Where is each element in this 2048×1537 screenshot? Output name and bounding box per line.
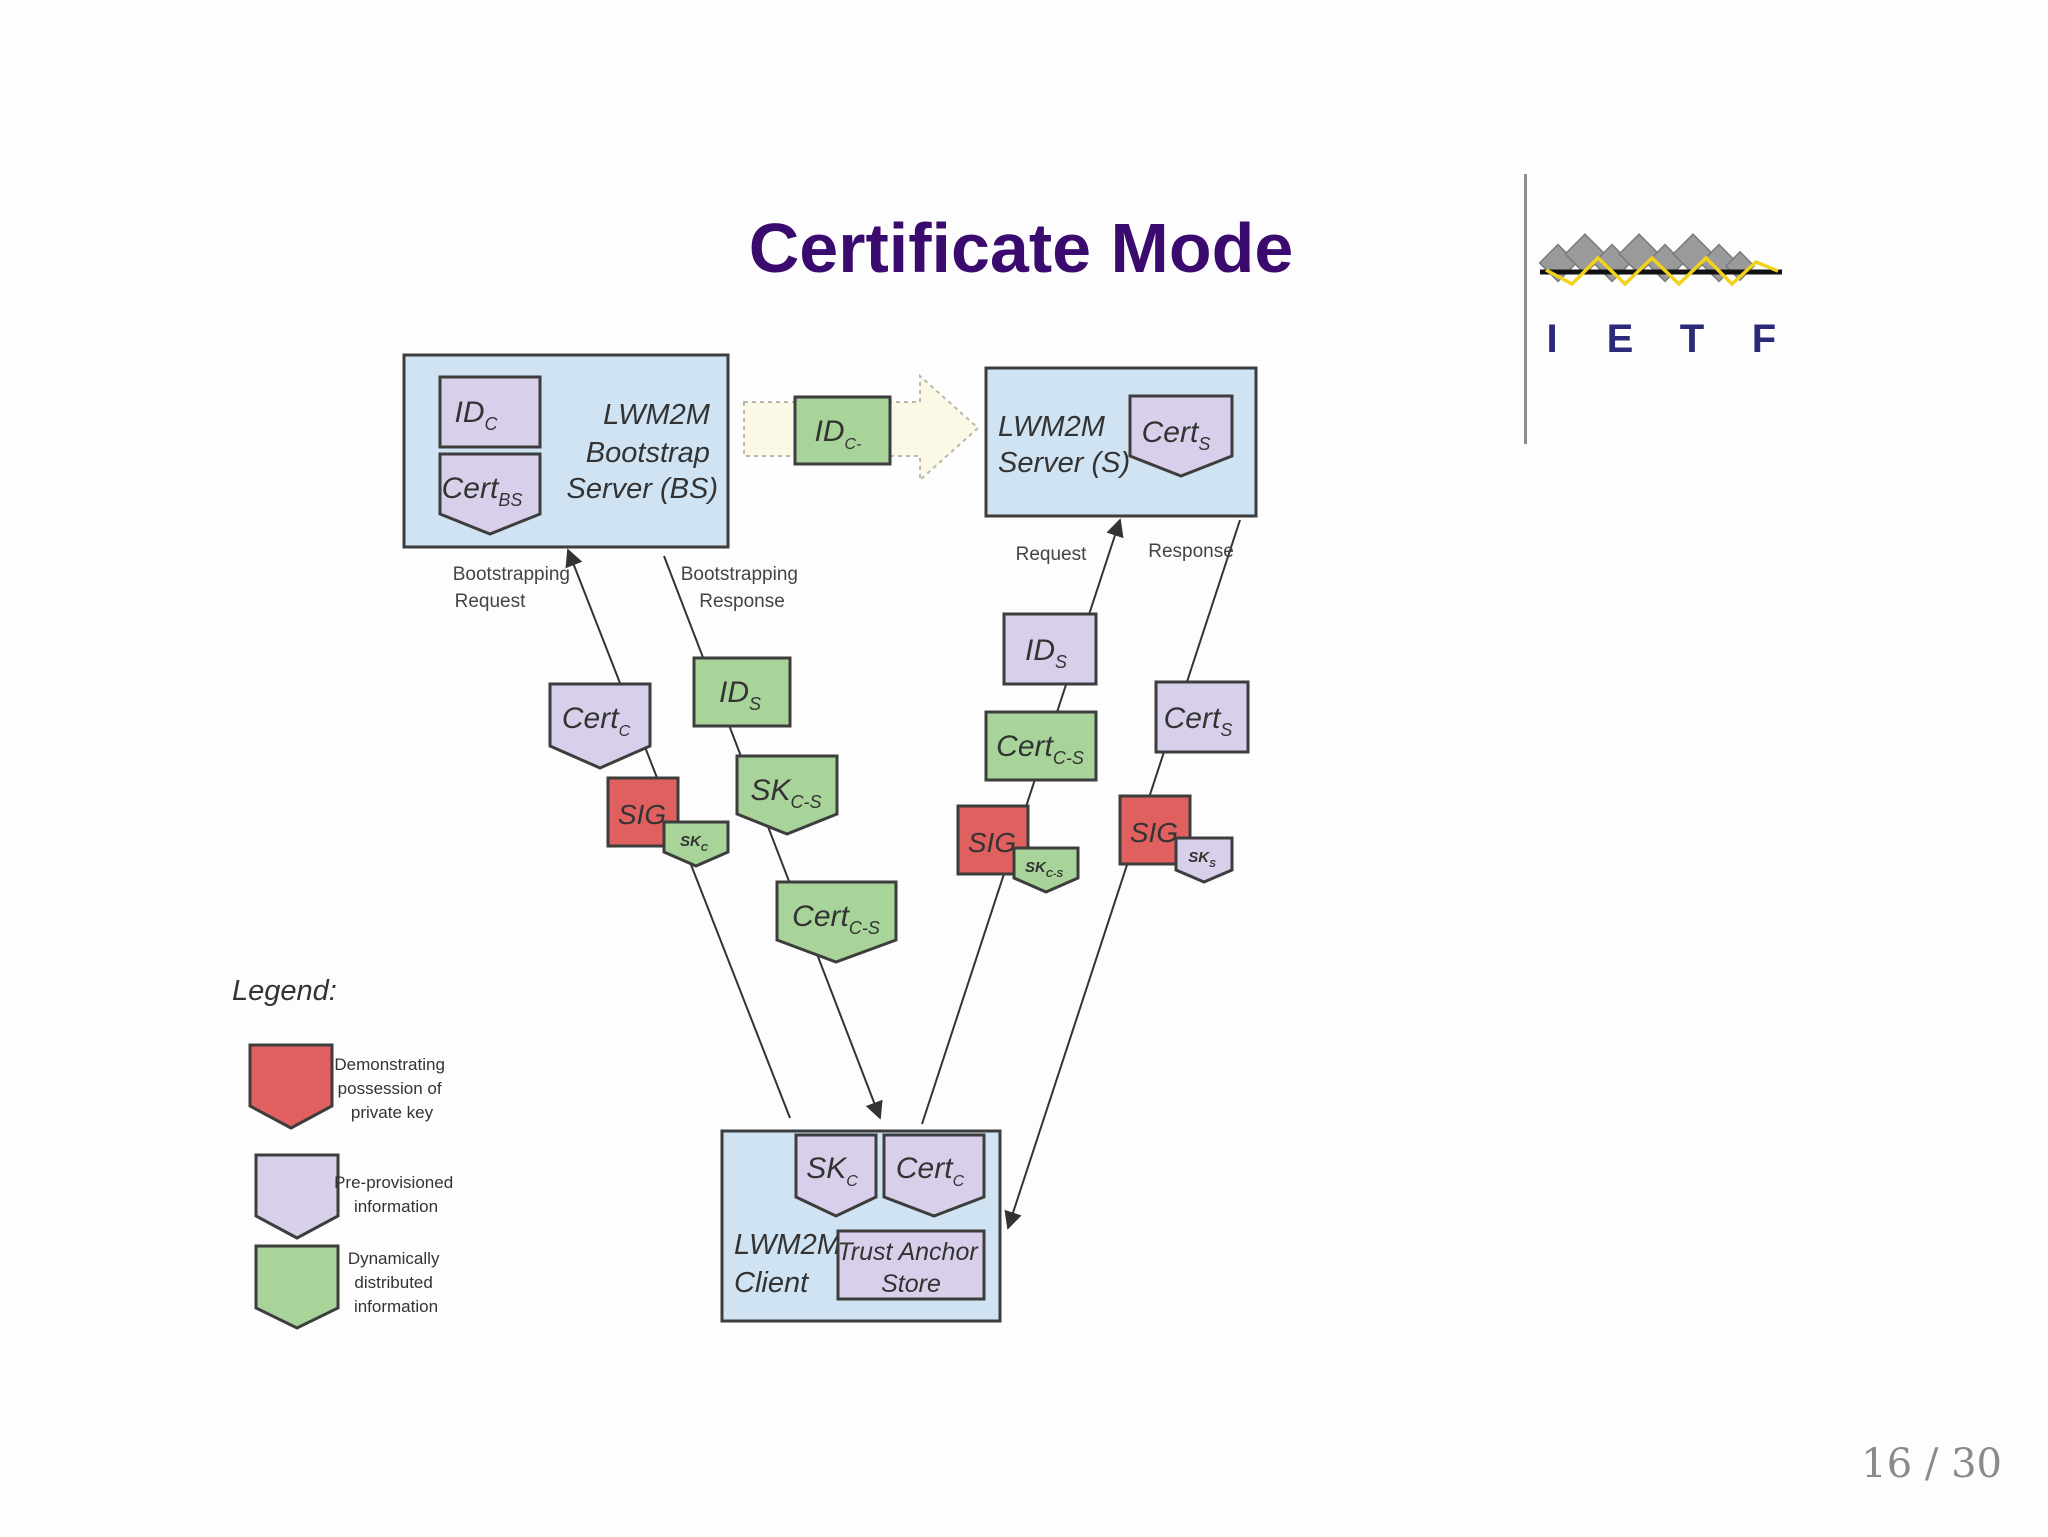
server-cert-s-token: CertS: [1128, 394, 1234, 478]
logo-letter-e: E: [1607, 317, 1634, 361]
svg-text:SKC-S: SKC-S: [750, 774, 821, 812]
logo-divider: [1524, 174, 1527, 444]
response-line: [1004, 519, 1241, 1230]
logo-letter-t: T: [1680, 317, 1704, 361]
server-response-cert-s-token: CertS: [1154, 680, 1250, 754]
bootstrap-server-label-2: Bootstrap: [586, 437, 710, 469]
svg-text:IDS: IDS: [1025, 634, 1067, 672]
bootstrapping-request-label-1: Bootstrapping: [453, 564, 570, 585]
response-sk-cs-token: SKC-S: [735, 754, 839, 836]
svg-text:IDS: IDS: [719, 676, 761, 714]
svg-text:IDC: IDC: [455, 396, 499, 434]
logo-letter-f: F: [1752, 317, 1776, 361]
server-request-id-s-token: IDS: [1002, 612, 1098, 686]
lwm2m-server-box: LWM2M Server (S) CertS: [984, 366, 1258, 518]
svg-text:SKC: SKC: [806, 1152, 858, 1190]
svg-text:Pre-provisioned inform: Pre-provisioned information: [334, 1173, 458, 1216]
bootstrap-server-label-3: Server (BS): [567, 473, 718, 505]
client-cert-c-token: CertC: [882, 1133, 986, 1218]
server-request-sig-token: SIG: [956, 804, 1030, 876]
svg-text:CertS: CertS: [1142, 416, 1211, 454]
legend-item-pre-provisioned: Pre-provisioned information: [254, 1153, 458, 1240]
bootstrapping-response-label-1: Bootstrapping: [681, 564, 798, 585]
response-id-s-token: IDS: [692, 656, 792, 728]
server-request-cert-cs-token: CertC-S: [984, 710, 1098, 782]
bootstrapping-request-label-2: Request: [455, 591, 526, 612]
server-request-sk-cs-token: SKC-S: [1012, 846, 1080, 894]
svg-text:LWM2M Client: LWM2M Client: [734, 1229, 849, 1299]
response-label: Response: [1148, 541, 1234, 562]
legend-item-dynamic: Dynamically distributed information: [254, 1244, 444, 1330]
client-label-2: Client: [734, 1267, 810, 1299]
svg-text:SKC: SKC: [680, 833, 709, 854]
request-sk-c-token: SKC: [662, 820, 730, 868]
svg-text:SIG: SIG: [618, 799, 666, 830]
request-cert-c-token: CertC: [548, 682, 652, 770]
bs-cert-bs-token: CertBS: [438, 452, 542, 536]
svg-text:CertBS: CertBS: [442, 472, 523, 510]
svg-text:CertC-S: CertC-S: [792, 900, 880, 938]
server-response-sig-token: SIG: [1118, 794, 1192, 866]
bootstrapping-response-label-2: Response: [699, 591, 785, 612]
id-c-transfer-token: [793, 395, 892, 466]
legend-item-possession: Demonstrating possession of private key: [248, 1043, 449, 1130]
server-response-sk-s-token: SKS: [1174, 836, 1234, 884]
page-number: 16 / 30: [1861, 1441, 2002, 1487]
ietf-logo: I E T F: [1538, 233, 1782, 361]
svg-text:Bootstrapping Request: Bootstrapping Request: [453, 564, 576, 612]
slide-title: Certificate Mode: [749, 209, 1294, 287]
bootstrapping-response-line: [663, 555, 883, 1120]
svg-text:Demonstrating possessi: Demonstrating possession of private key: [334, 1055, 449, 1122]
svg-text:LWM2M Server (S): LWM2M Server (S): [998, 411, 1130, 479]
lwm2m-server-label-2: Server (S): [998, 447, 1130, 479]
client-label-1: LWM2M: [734, 1229, 842, 1261]
trust-anchor-store: Trust Anchor Store: [836, 1229, 986, 1301]
lwm2m-server-label-1: LWM2M: [998, 411, 1106, 443]
provisioning-arrow: IDC-: [743, 373, 980, 483]
svg-text:CertC: CertC: [562, 702, 631, 740]
response-cert-cs-token: CertC-S: [775, 880, 898, 964]
bootstrap-server-box: LWM2M Bootstrap Server (BS) IDC CertBS: [402, 353, 730, 549]
legend: Legend: Demonstrating possession of priv…: [232, 975, 458, 1330]
svg-text:Trust Anchor Store: Trust Anchor Store: [837, 1238, 984, 1298]
logo-letter-i: I: [1546, 317, 1557, 361]
client-sk-c-token: SKC: [794, 1133, 878, 1218]
client-box: LWM2M Client SKC CertC Trust Anchor Stor…: [720, 1129, 1002, 1323]
svg-text:SKC-S: SKC-S: [1025, 859, 1063, 880]
svg-text:IDC-: IDC-: [815, 415, 862, 453]
logo-zigzag: [1545, 255, 1779, 287]
svg-text:Dynamically distribute: Dynamically distributed information: [348, 1249, 444, 1316]
request-label: Request: [1016, 544, 1087, 565]
svg-text:CertC: CertC: [896, 1152, 965, 1190]
svg-text:SIG: SIG: [1130, 817, 1178, 848]
svg-text:SIG: SIG: [968, 827, 1016, 858]
svg-text:SKS: SKS: [1188, 849, 1216, 870]
bootstrap-server-label-1: LWM2M: [603, 399, 711, 431]
flow-lines: [565, 518, 1241, 1230]
svg-text:LWM2M Bootstrap Se: LWM2M Bootstrap Server (BS): [567, 399, 718, 505]
legend-title: Legend:: [232, 975, 337, 1007]
svg-text:CertC-S: CertC-S: [996, 730, 1084, 768]
svg-text:Bootstrapping Response: Bootstrapping Response: [681, 564, 804, 612]
flow-labels: Bootstrapping Request Bootstrapping Resp…: [453, 541, 1234, 612]
bs-id-c-token: IDC: [438, 375, 542, 449]
svg-text:CertS: CertS: [1164, 702, 1233, 740]
